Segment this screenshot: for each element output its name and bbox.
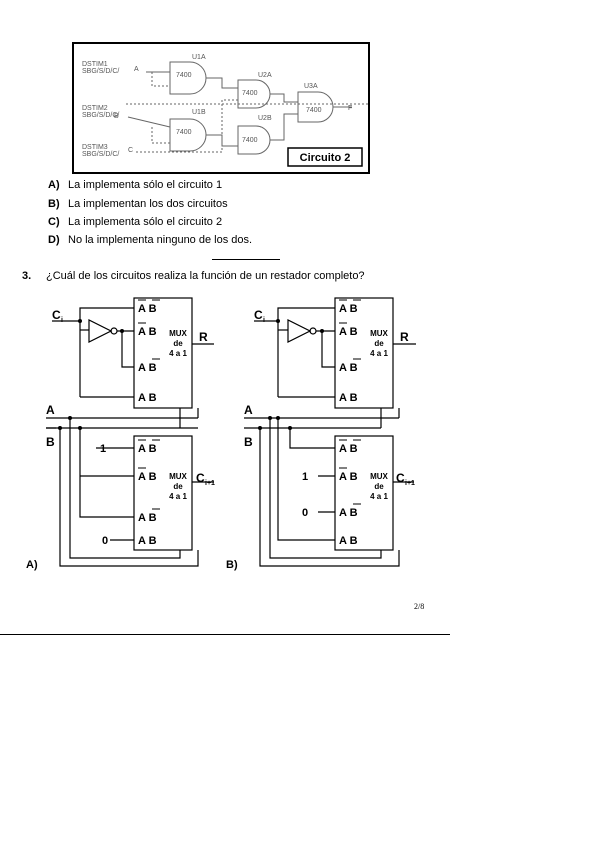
chip3-label: 7400 — [242, 90, 258, 97]
circuits-diagram: A B A B A B A B A B A B A B A B A B A B … — [26, 297, 416, 571]
muxA1-in3: A B — [138, 392, 157, 404]
cout-sub-a: i+1 — [205, 480, 215, 487]
option-d: D)No la implementa ninguno de los dos. — [48, 234, 253, 246]
muxA1-label: MUX — [169, 329, 187, 338]
dstim1-label: DSTIM1 — [82, 61, 108, 68]
muxA1-in0: A B — [138, 303, 157, 315]
muxB1-in2: A B — [339, 362, 358, 374]
u1b-label: U1B — [192, 109, 206, 116]
option-c: C)La implementa sólo el circuito 2 — [48, 216, 223, 228]
muxA2-in2: A B — [138, 512, 157, 524]
option-a-circuit: A) — [26, 559, 38, 571]
dstim2-label: DSTIM2 — [82, 105, 108, 112]
muxA2-de: de — [173, 482, 183, 491]
muxB1-de: de — [374, 339, 384, 348]
ci-sub-a: i — [61, 317, 63, 324]
zero-label-a: 0 — [102, 535, 108, 547]
muxA2-in1: A B — [138, 471, 157, 483]
option-b: B)La implementan los dos circuitos — [48, 198, 228, 210]
page-bottom-rule — [0, 634, 450, 635]
muxA2-in0: A B — [138, 443, 157, 455]
option-b-circuit: B) — [226, 559, 238, 571]
option-a: A)La implementa sólo el circuito 1 — [48, 179, 223, 191]
muxB1-in1: A B — [339, 326, 358, 338]
muxA1-in1: A B — [138, 326, 157, 338]
page-number: 2/8 — [414, 602, 425, 611]
dstim2-sub: SBG/S/D/C/ — [82, 112, 119, 119]
ci-label-b: C — [254, 308, 263, 322]
b-label-a: B — [46, 435, 55, 449]
one-label-b: 1 — [302, 471, 308, 483]
dstim3-sub: SBG/S/D/C/ — [82, 151, 119, 158]
muxB2-in1: A B — [339, 471, 358, 483]
chip2-label: 7400 — [176, 129, 192, 136]
muxB1-size: 4 a 1 — [370, 349, 388, 358]
dstim3-label: DSTIM3 — [82, 144, 108, 151]
muxB1-in0: A B — [339, 303, 358, 315]
dstim1-sub: SBG/S/D/C/ — [82, 68, 119, 75]
chip5-label: 7400 — [306, 107, 322, 114]
muxB2-size: 4 a 1 — [370, 492, 388, 501]
one-label-a: 1 — [100, 443, 106, 455]
chip1-label: 7400 — [176, 72, 192, 79]
muxA2-label: MUX — [169, 472, 187, 481]
u1a-label: U1A — [192, 54, 206, 61]
muxA1-size: 4 a 1 — [169, 349, 187, 358]
question3-number: 3. — [22, 270, 32, 282]
u3a-label: U3A — [304, 83, 318, 90]
circuit2-image: DSTIM1 SBG/S/D/C/ DSTIM2 SBG/S/D/C/ DSTI… — [72, 42, 370, 174]
chip4-label: 7400 — [242, 137, 258, 144]
zero-label-b: 0 — [302, 507, 308, 519]
in-b-label: B — [114, 113, 119, 120]
r-label-b: R — [400, 330, 409, 344]
muxB1-in3: A B — [339, 392, 358, 404]
muxA2-size: 4 a 1 — [169, 492, 187, 501]
cout-label-b: C — [396, 471, 405, 485]
ci-sub-b: i — [263, 317, 265, 324]
question3-text: ¿Cuál de los circuitos realiza la funció… — [46, 270, 365, 282]
muxA2-in3: A B — [138, 535, 157, 547]
question3: 3. ¿Cuál de los circuitos realiza la func… — [22, 270, 365, 282]
muxB2-in2: A B — [339, 507, 358, 519]
cout-label-a: C — [196, 471, 205, 485]
u2a-label: U2A — [258, 72, 272, 79]
u2b-label: U2B — [258, 115, 272, 122]
separator-line — [212, 259, 280, 260]
r-label-a: R — [199, 330, 208, 344]
b-label-b: B — [244, 435, 253, 449]
out-f-label: F — [348, 105, 352, 112]
ci-label-a: C — [52, 308, 61, 322]
muxA1-de: de — [173, 339, 183, 348]
a-label-a: A — [46, 403, 55, 417]
in-c-label: C — [128, 147, 133, 154]
muxB1-label: MUX — [370, 329, 388, 338]
a-label-b: A — [244, 403, 253, 417]
muxB2-in3: A B — [339, 535, 358, 547]
muxB2-label: MUX — [370, 472, 388, 481]
in-a-label: A — [134, 66, 139, 73]
muxA1-in2: A B — [138, 362, 157, 374]
muxB2-de: de — [374, 482, 384, 491]
cout-sub-b: i+1 — [405, 480, 415, 487]
circuit2-label: Circuito 2 — [300, 152, 351, 164]
muxB2-in0: A B — [339, 443, 358, 455]
